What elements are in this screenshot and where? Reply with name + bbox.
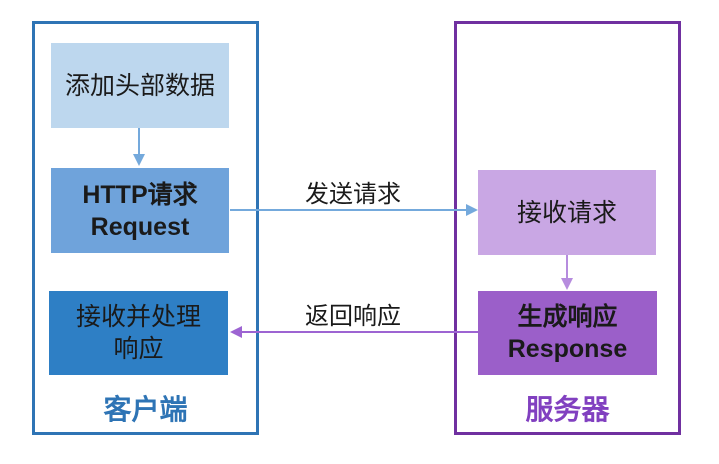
node-process-response-label-line1: 接收并处理 xyxy=(75,303,201,331)
client-container xyxy=(32,21,259,435)
server-lane-label: 服务器 xyxy=(525,394,610,425)
client-lane-label: 客户端 xyxy=(103,394,188,425)
node-process-response-label-line2: 响应 xyxy=(113,335,164,363)
node-generate-response: 生成响应 Response xyxy=(478,291,657,375)
node-receive-request: 接收请求 xyxy=(478,170,656,255)
node-http-request-label-en: Request xyxy=(90,212,190,241)
node-http-request-label-cn: HTTP请求 xyxy=(82,180,198,209)
node-receive-request-label: 接收请求 xyxy=(516,198,617,227)
node-process-response: 接收并处理 响应 xyxy=(49,291,228,375)
node-add-header-data: 添加头部数据 xyxy=(51,43,229,128)
server-container xyxy=(454,21,681,435)
node-http-request: HTTP请求 Request xyxy=(51,168,229,253)
send-request-arrow-label: 发送请求 xyxy=(305,181,401,208)
node-add-header-label: 添加头部数据 xyxy=(64,71,215,100)
return-response-arrow-label: 返回响应 xyxy=(305,303,401,330)
node-generate-response-label-cn: 生成响应 xyxy=(517,303,618,331)
node-generate-response-label-en: Response xyxy=(507,335,628,363)
